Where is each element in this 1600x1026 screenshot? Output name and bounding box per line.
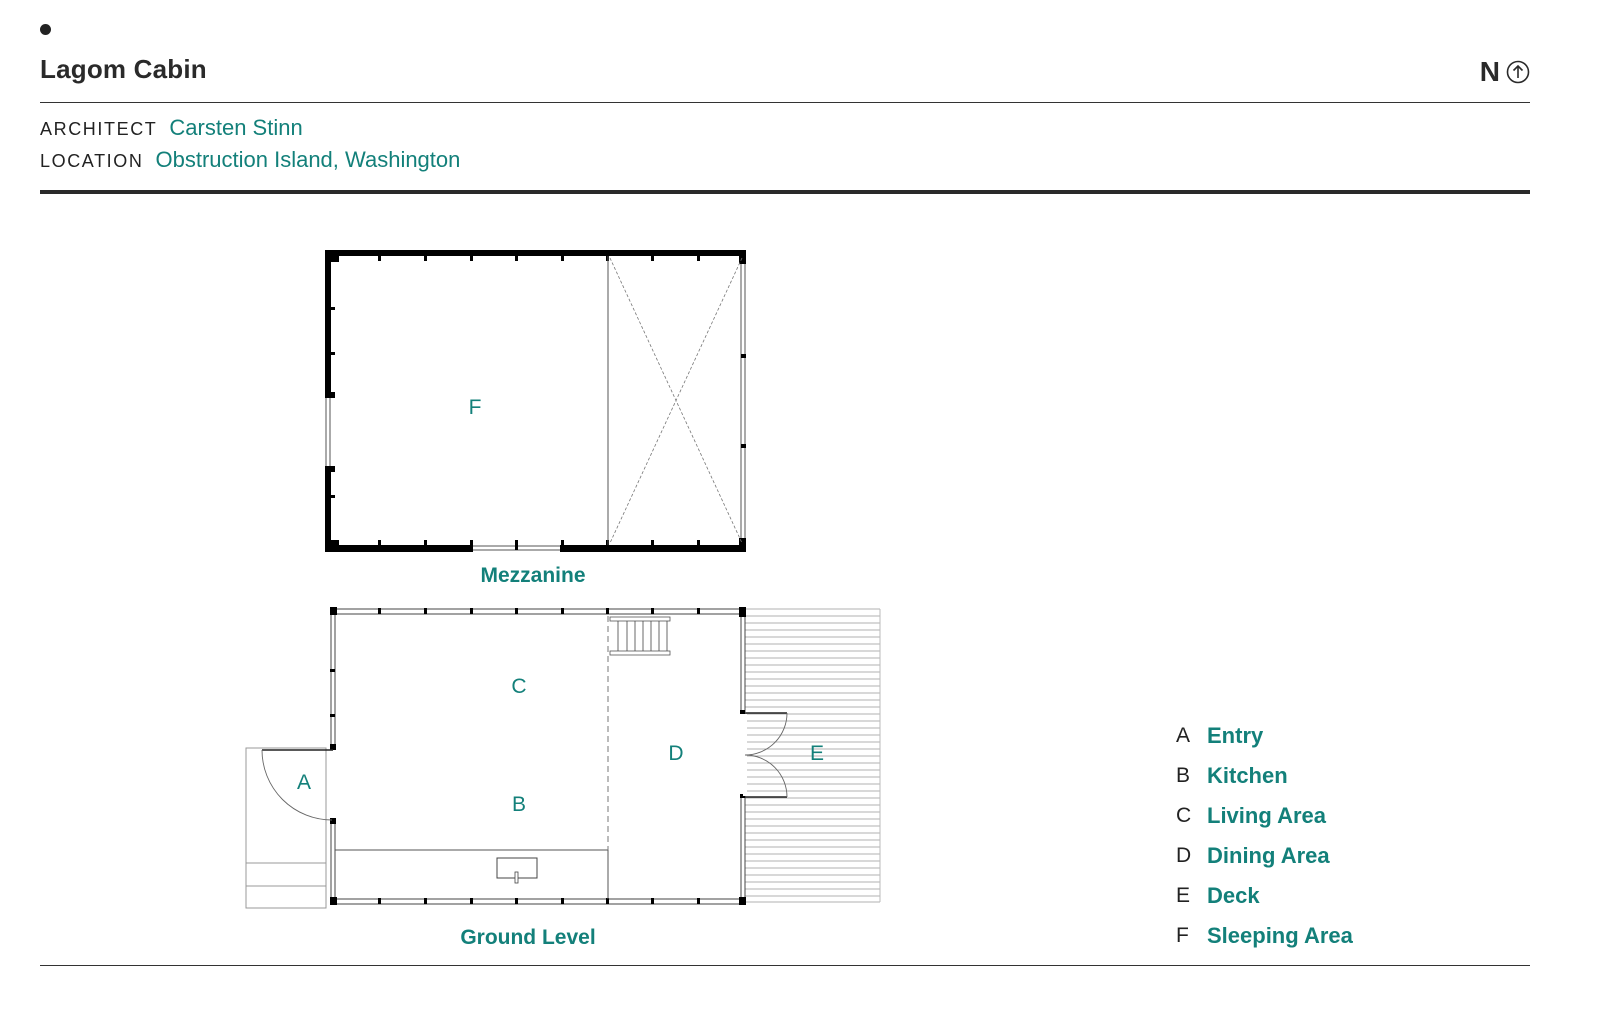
legend-label: Kitchen [1207,763,1288,788]
legend-label: Living Area [1207,803,1326,828]
header-divider [40,102,1530,103]
legend-item: C Living Area [1176,796,1353,836]
room-key-d: D [668,742,683,765]
legend-item: A Entry [1176,716,1353,756]
architect-value: Carsten Stinn [169,115,303,140]
ground-plan: A B C D E [245,607,881,909]
legend-item: B Kitchen [1176,756,1353,796]
legend-item: D Dining Area [1176,836,1353,876]
architect-row: ARCHITECT Carsten Stinn [40,115,303,141]
room-key-f: F [469,396,482,419]
location-value: Obstruction Island, Washington [155,147,461,172]
legend-key: C [1176,804,1192,827]
footer-divider [40,965,1530,966]
legend-item: E Deck [1176,876,1353,916]
ground-level-label: Ground Level [460,926,596,949]
legend-label: Dining Area [1207,843,1330,868]
location-label: LOCATION [40,151,144,171]
legend-key: D [1176,844,1192,867]
room-key-c: C [511,675,526,698]
meta-divider [40,190,1530,194]
location-row: LOCATION Obstruction Island, Washington [40,147,460,173]
architect-label: ARCHITECT [40,119,158,139]
mezzanine-plan: F [325,250,746,552]
north-arrow-icon [1506,60,1530,84]
north-label: N [1479,56,1500,87]
legend-item: F Sleeping Area [1176,916,1353,956]
legend-label: Entry [1207,723,1264,748]
legend-key: F [1176,924,1189,947]
legend-key: A [1176,724,1191,747]
mezzanine-label: Mezzanine [480,564,586,587]
legend-label: Deck [1207,883,1260,908]
page-title: Lagom Cabin [40,54,207,84]
legend-key: B [1176,764,1191,787]
legend-label: Sleeping Area [1207,923,1353,948]
bullet-dot [40,24,51,35]
room-key-a: A [297,771,311,794]
room-key-e: E [810,742,824,765]
room-key-b: B [512,793,526,816]
room-legend: A Entry B Kitchen C Living Area D Dining… [1176,716,1353,956]
north-indicator: N [1480,56,1530,88]
legend-key: E [1176,884,1191,907]
